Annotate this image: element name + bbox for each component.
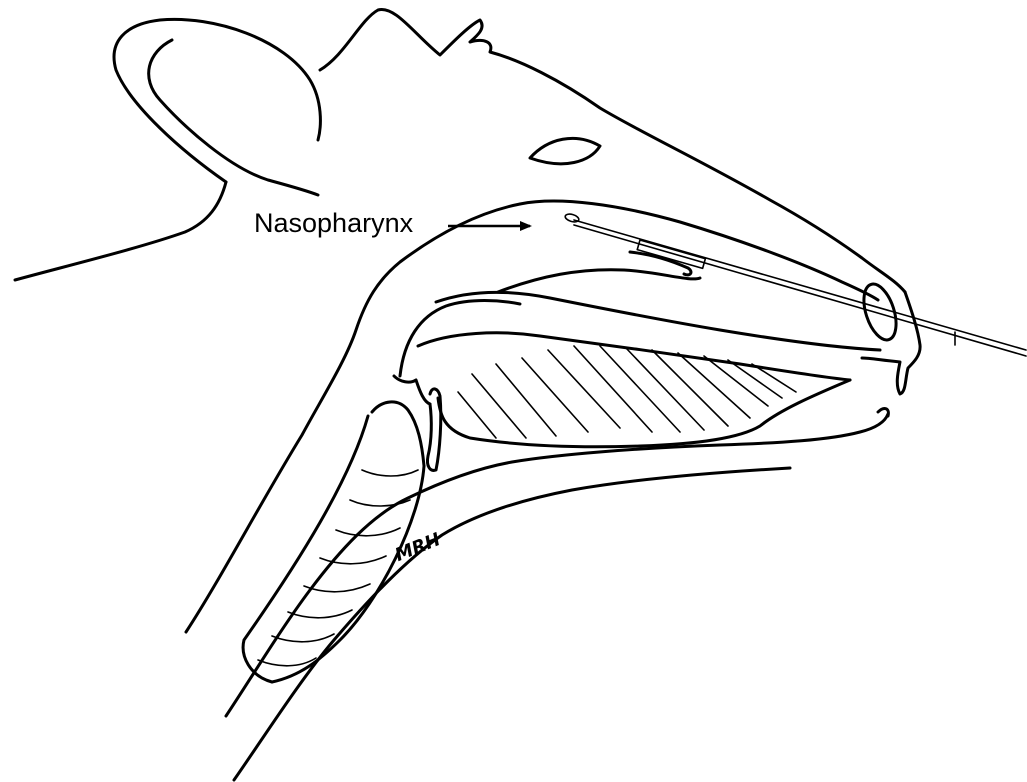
eye-icon	[530, 138, 600, 163]
swab-instrument	[564, 213, 1026, 356]
neck-outline	[15, 182, 888, 780]
swab-tip-icon	[564, 213, 579, 224]
tongue	[418, 333, 850, 447]
larynx	[372, 376, 441, 470]
artist-signature: MRH	[392, 529, 443, 566]
ear-outline	[114, 19, 320, 195]
nasopharynx-label: Nasopharynx	[254, 208, 414, 238]
svg-text:MRH: MRH	[392, 529, 443, 566]
chin-outline	[878, 409, 888, 416]
